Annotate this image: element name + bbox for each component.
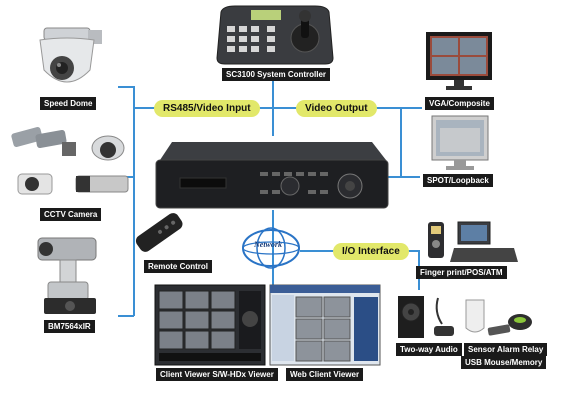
ptz-camera-label: BM7564xIR <box>44 320 95 333</box>
spot-link-line <box>380 176 420 178</box>
spot-monitor <box>431 115 489 170</box>
left-bus-top-tick <box>118 86 134 88</box>
finger-print-label: Finger print/POS/ATM <box>416 266 507 279</box>
remote-control-label: Remote Control <box>144 260 212 273</box>
io-interface-pill: I/O Interface <box>333 243 409 260</box>
sensor-usb-devices <box>465 299 532 336</box>
finger-print-pos-devices <box>428 221 518 262</box>
left-bus-bottom-tick <box>118 315 134 317</box>
ptz-camera <box>37 237 97 314</box>
speed-dome-label: Speed Dome <box>40 97 97 110</box>
input-output-line <box>134 107 422 109</box>
usb-mouse-memory-label: USB Mouse/Memory <box>461 356 547 369</box>
two-way-audio-devices <box>398 296 454 338</box>
cctv-camera-label: CCTV Camera <box>40 208 102 221</box>
rs485-video-input-pill: RS485/Video Input <box>154 100 260 117</box>
right-bus-line <box>400 107 402 177</box>
system-controller-label: SC3100 System Controller <box>222 68 331 81</box>
speed-dome-camera <box>39 27 102 83</box>
remote-control <box>135 213 183 252</box>
web-client-viewer-screenshot <box>269 284 381 366</box>
sensor-alarm-relay-label: Sensor Alarm Relay <box>464 343 548 356</box>
controller-drop-line <box>272 80 274 136</box>
network-globe-icon <box>242 227 300 269</box>
client-viewer-label: Client Viewer S/W-HDx Viewer <box>156 368 278 381</box>
system-controller-keyboard <box>216 5 334 65</box>
vga-composite-label: VGA/Composite <box>425 97 494 110</box>
video-output-pill: Video Output <box>296 100 377 117</box>
left-bus-line <box>133 86 135 316</box>
web-client-viewer-label: Web Client Viewer <box>286 368 364 381</box>
network-label: Network <box>254 240 282 249</box>
spot-loopback-label: SPOT/Loopback <box>423 174 493 187</box>
vga-monitor <box>426 32 492 90</box>
two-way-audio-label: Two-way Audio <box>396 343 462 356</box>
client-viewer-screenshot <box>154 284 266 366</box>
dvr-down-line <box>272 210 274 288</box>
dvr-unit <box>155 142 389 209</box>
cctv-camera-group <box>11 127 129 195</box>
